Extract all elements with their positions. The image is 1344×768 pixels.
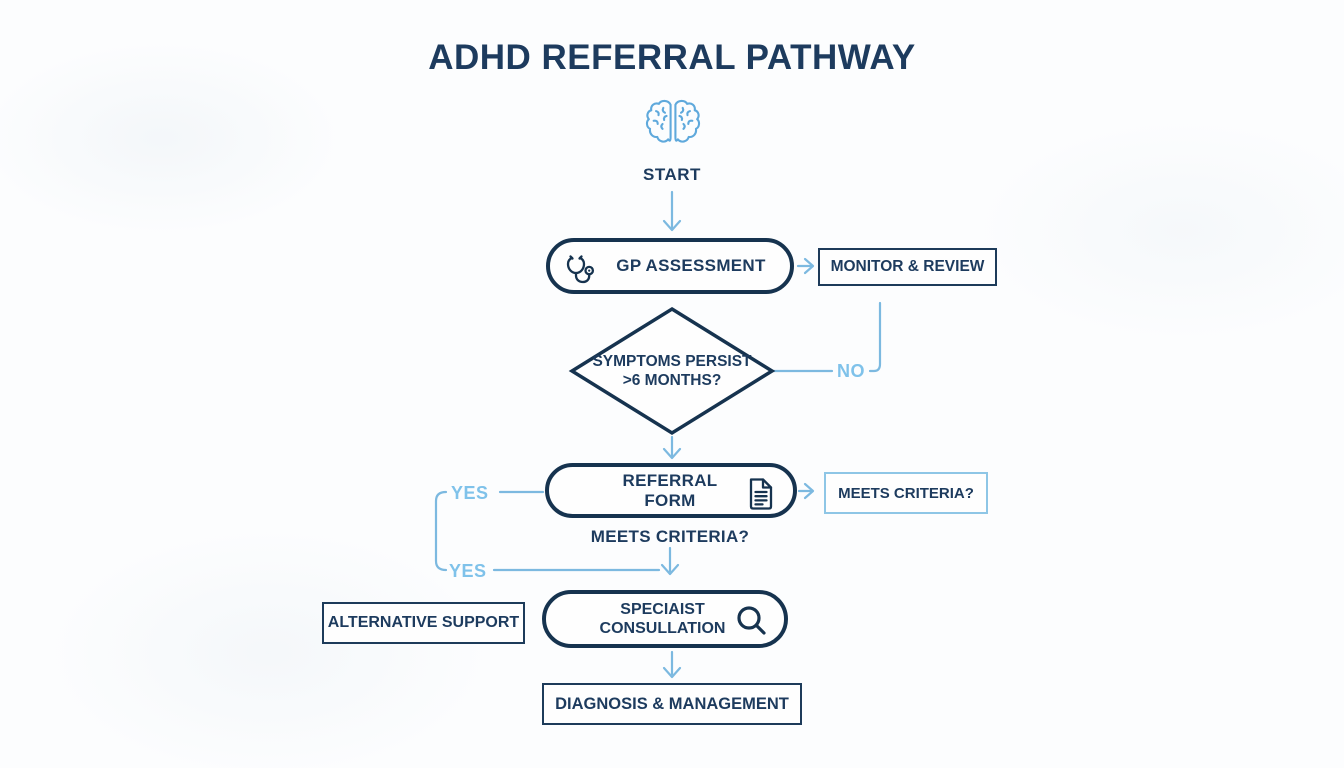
node-alternative-support: ALTERNATIVE SUPPORT — [322, 602, 525, 644]
edge-label-yes-top: YES — [451, 483, 489, 503]
referral-form-label: REFERRAL FORM — [622, 470, 718, 510]
stethoscope-icon — [566, 255, 595, 284]
arrowhead-specialist-to-diagnosis — [662, 666, 682, 679]
node-meets-criteria-box: MEETS CRITERIA? — [824, 472, 988, 514]
meets-criteria-caption: MEETS CRITERIA? — [590, 527, 750, 546]
start-label: START — [643, 165, 701, 184]
arrowhead-start-to-gp — [662, 219, 682, 232]
edge-label-yes-bottom: YES — [449, 561, 487, 581]
magnifier-icon — [737, 606, 766, 635]
node-gp-assessment: GP ASSESSMENT — [546, 238, 794, 294]
node-referral-form: REFERRAL FORM — [545, 463, 797, 518]
decision-label: SYMPTOMS PERSIST >6 MONTHS? — [572, 352, 772, 390]
decision-label-line1: SYMPTOMS PERSIST — [592, 353, 752, 370]
document-icon — [749, 478, 773, 510]
arrowhead-criteria-to-specialist — [660, 563, 680, 576]
page-title: ADHD REFERRAL PATHWAY — [428, 38, 916, 77]
node-specialist-consultation: SPECIAIST CONSULLATION — [542, 590, 788, 648]
node-monitor-review: MONITOR & REVIEW — [818, 248, 997, 286]
specialist-label-line2: CONSULLATION — [599, 620, 726, 637]
node-diagnosis-management: DIAGNOSIS & MANAGEMENT — [542, 683, 802, 725]
decision-label-line2: >6 MONTHS? — [622, 372, 722, 389]
arrowhead-decision-to-referral — [662, 447, 682, 460]
specialist-label-line1: SPECIAIST — [620, 600, 705, 618]
specialist-consultation-label: SPECIAIST CONSULLATION — [599, 594, 726, 644]
arrowhead-referral-to-criteria — [803, 482, 815, 500]
gp-assessment-label: GP ASSESSMENT — [616, 256, 766, 275]
arrowhead-gp-to-monitor — [803, 257, 815, 275]
edge-label-no: NO — [837, 361, 865, 381]
brain-icon — [645, 99, 701, 143]
